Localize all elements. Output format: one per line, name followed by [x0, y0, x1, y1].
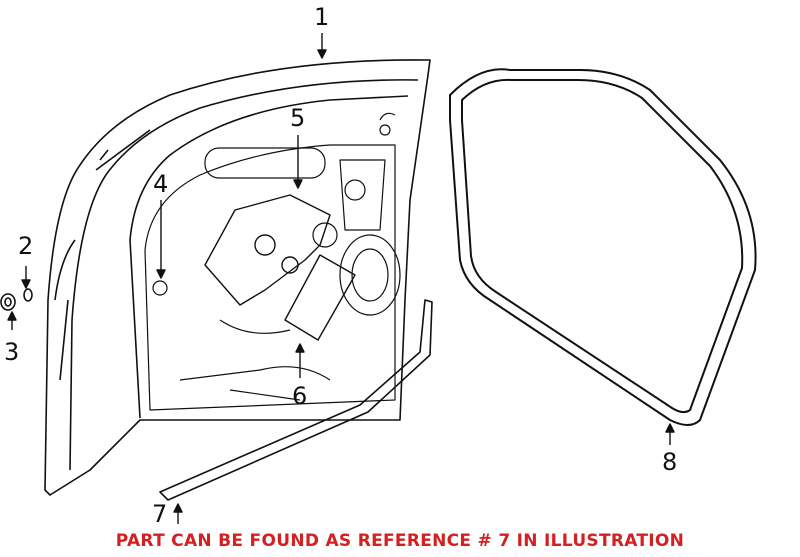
callout-4: 4: [153, 170, 169, 198]
callout-8: 8: [662, 448, 678, 476]
callout-1: 1: [314, 3, 330, 31]
callout-3: 3: [4, 338, 20, 366]
leader-arrows: [7, 33, 675, 524]
reference-note: PART CAN BE FOUND AS REFERENCE # 7 IN IL…: [115, 531, 685, 551]
window-regulator-5: [204, 194, 331, 306]
deflector-6: [284, 254, 356, 341]
plug-2: [23, 288, 33, 302]
rocker-strip-7: [159, 299, 433, 501]
weatherstrip-8: [449, 68, 757, 426]
door-inner-panel: [144, 112, 401, 411]
callout-7: 7: [152, 500, 168, 528]
plug-3: [0, 293, 16, 311]
callout-2: 2: [18, 232, 34, 260]
door-shell: [44, 59, 431, 496]
callout-6: 6: [292, 382, 308, 410]
callout-5: 5: [290, 104, 306, 132]
